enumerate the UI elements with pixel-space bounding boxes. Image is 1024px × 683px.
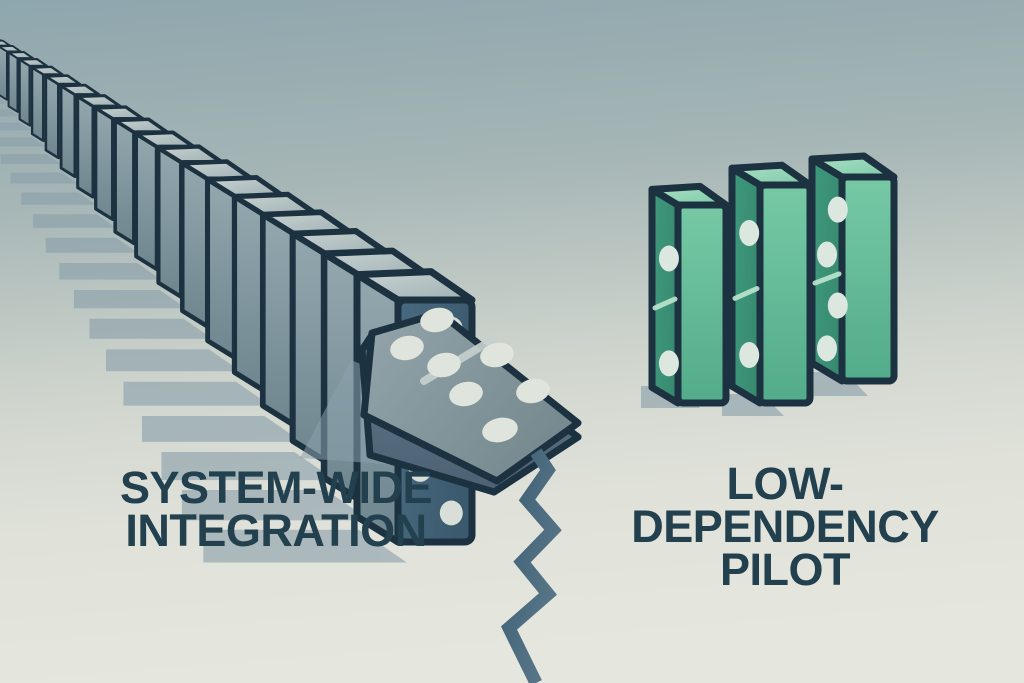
fallen-domino [358, 307, 582, 496]
chain-shadows [0, 97, 407, 563]
caption-right: LOW- DEPENDENCY PILOT [631, 458, 939, 596]
green-domino-2 [728, 161, 814, 407]
green-domino-group [648, 152, 898, 407]
green-domino-3 [808, 152, 898, 385]
ground-crack [500, 448, 562, 683]
caption-left: SYSTEM-WIDE INTEGRATION [119, 462, 433, 557]
green-domino-1 [648, 182, 730, 407]
